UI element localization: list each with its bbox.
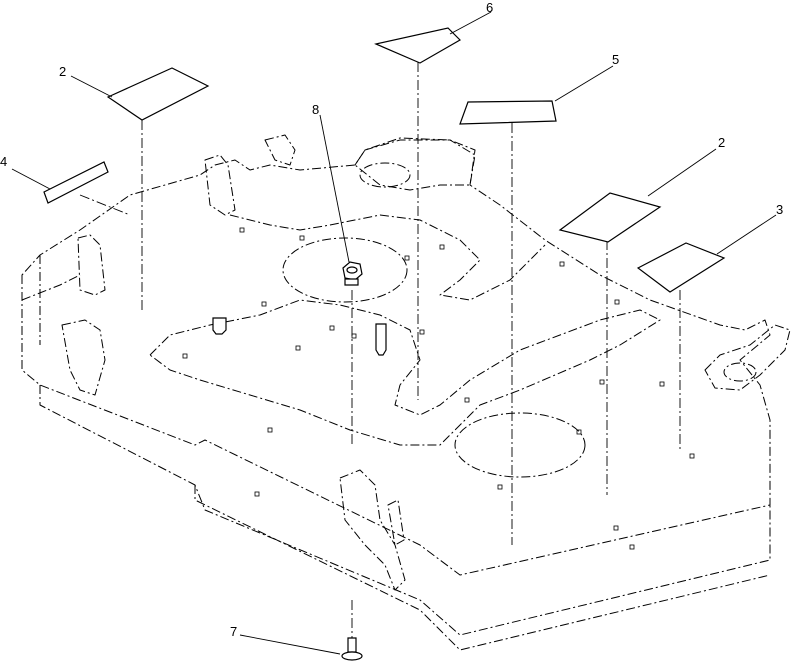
- rear-pulley-boss: [354, 139, 476, 191]
- decal-3: [636, 242, 726, 293]
- callout-6: 6: [486, 0, 493, 15]
- decal-6: [374, 27, 461, 64]
- center-spindle-pulley: [282, 237, 408, 303]
- bolt-part-7: [341, 637, 363, 661]
- spindle-post: [375, 323, 387, 356]
- right-lift-hole: [723, 362, 757, 382]
- nut-part-8: [342, 261, 363, 286]
- grease-fitting: [212, 317, 227, 335]
- decal-4: [43, 161, 109, 204]
- callout-2-left: 2: [59, 64, 66, 79]
- deck-top-surface: [21, 137, 771, 576]
- mower-deck: [21, 134, 791, 651]
- deck-left-wall: [21, 255, 81, 360]
- callout-7: 7: [230, 624, 237, 639]
- belt-channel-upper: [229, 214, 546, 301]
- callout-leaders: [11, 11, 777, 655]
- front-center-bracket: [339, 469, 406, 591]
- left-rear-bracket: [77, 234, 106, 296]
- deck-front-skirt: [39, 385, 771, 636]
- decal-2-right: [558, 192, 662, 243]
- decal-5: [459, 100, 557, 125]
- callout-5: 5: [612, 52, 619, 67]
- left-mid-bracket: [204, 154, 236, 216]
- callout-3: 3: [776, 202, 783, 217]
- rear-boss-hole: [359, 162, 411, 188]
- left-front-bracket: [61, 319, 106, 396]
- rear-hinge-bracket: [264, 134, 296, 166]
- callout-labels: 2 4 6 5 2 3 8 7: [0, 0, 783, 639]
- front-slot-bracket: [387, 499, 405, 546]
- deck-skirt-lower-edge: [194, 485, 771, 651]
- right-lift-tab: [704, 324, 791, 391]
- callout-8: 8: [312, 102, 319, 117]
- assembly-centerlines: [79, 62, 681, 640]
- right-spindle-pulley: [454, 412, 586, 478]
- deck-fastener-holes: [182, 227, 695, 550]
- decal-parts: [43, 27, 726, 293]
- decal-2-left: [106, 67, 210, 121]
- belt-channel: [149, 299, 661, 446]
- callout-4: 4: [0, 154, 7, 169]
- callout-2-right: 2: [718, 135, 725, 150]
